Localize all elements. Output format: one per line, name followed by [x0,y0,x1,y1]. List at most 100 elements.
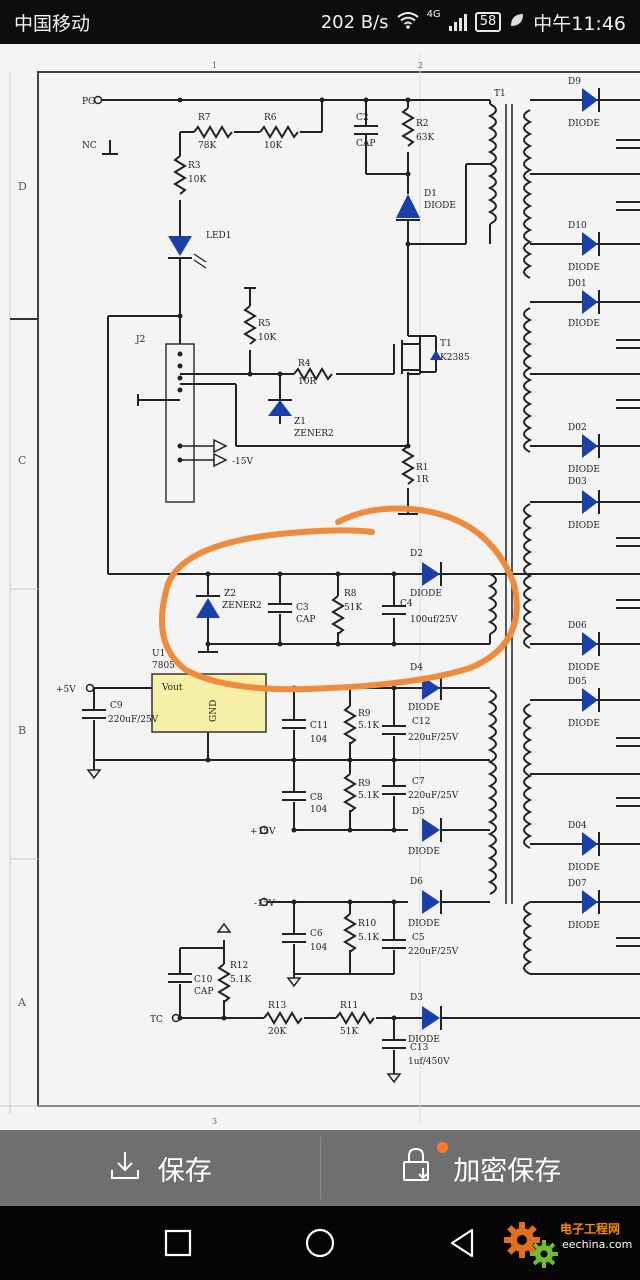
schematic-label: 20K [268,1027,286,1037]
schematic-label: R9 [358,779,371,789]
schematic-label: TC [150,1015,163,1025]
grid-letter-b: B [18,724,26,737]
schematic-label: C11 [310,721,328,731]
schematic-label: D2 [410,549,423,559]
schematic-label: 220uF/25V [408,947,459,957]
save-label: 保存 [157,1155,212,1187]
encrypted-save-label: 加密保存 [453,1155,562,1187]
schematic-label: 1uf/450V [408,1057,450,1067]
schematic-label: Z2 [224,589,236,599]
home-button[interactable] [249,1206,391,1280]
schematic-label: R7 [198,113,211,123]
schematic-label: NC [82,141,97,151]
schematic-label: D3 [410,993,423,1003]
encrypted-save-button[interactable]: 加密保存 [321,1130,640,1206]
schematic-label: T1 [440,339,452,349]
schematic-label: C3 [296,603,309,613]
schematic-label: R11 [340,1001,358,1011]
download-icon [108,1148,142,1189]
schematic-label: C4 [400,599,413,609]
schematic-label: ZENER2 [294,429,334,439]
schematic-label: C13 [410,1043,429,1053]
schematic-label: R8 [344,589,357,599]
schematic-label: DIODE [568,863,600,873]
schematic-label: 100uf/25V [410,615,458,625]
leaf-icon [509,11,525,33]
schematic-label: GND [209,700,219,722]
grid-number-3: 3 [212,1117,217,1126]
schematic-label: R5 [258,319,271,329]
grid-number-1: 1 [212,61,217,70]
schematic-label: DIODE [568,719,600,729]
wifi-icon [396,11,419,34]
schematic-label: DIODE [568,663,600,673]
schematic-image: 1 2 3 D C B A [0,44,640,1130]
schematic-label: LED1 [206,231,232,241]
schematic-label: DIODE [408,1035,440,1045]
image-viewer[interactable]: 1 2 3 D C B A [0,44,640,1130]
schematic-label: D5 [412,807,425,817]
back-button[interactable] [391,1206,533,1280]
schematic-label: DIODE [568,465,600,475]
grid-letter-a: A [17,996,27,1009]
schematic-label: DIODE [568,521,600,531]
schematic-label: Vout [161,683,183,693]
schematic-label: CAP [356,139,375,149]
schematic-label: C5 [412,933,425,943]
schematic-label: R2 [416,119,429,129]
watermark-url: eechina.com [562,1238,633,1251]
schematic-label: CAP [194,987,213,997]
schematic-label: K2385 [440,353,470,363]
schematic-label: DIODE [568,263,600,273]
schematic-label: 220uF/25V [108,715,159,725]
save-button[interactable]: 保存 [0,1130,320,1206]
recent-apps-button[interactable] [107,1206,249,1280]
schematic-label: CAP [296,615,315,625]
schematic-label: C8 [310,793,323,803]
grid-number-2: 2 [418,61,423,70]
schematic-label: DIODE [568,921,600,931]
schematic-label: 104 [310,805,327,815]
schematic-label: 7805 [152,661,175,671]
lock-save-icon [399,1146,437,1191]
schematic-label: 220uF/25V [408,733,459,743]
schematic-label: U1 [152,649,165,659]
schematic-label: +5V [56,685,76,695]
schematic-label: +15V [250,827,276,837]
schematic-label: R10 [358,919,377,929]
schematic-label: R3 [188,161,201,171]
schematic-label: 10K [264,141,282,151]
schematic-label: 104 [310,735,327,745]
schematic-label: DIODE [408,703,440,713]
schematic-label: D6 [410,877,423,887]
schematic-label: C2 [356,113,369,123]
schematic-label: 51K [340,1027,358,1037]
schematic-label: R9 [358,709,371,719]
status-bar: 中国移动 202 B/s 4G 58 中午11:46 [0,0,640,44]
gear-logo-icon [504,1222,558,1268]
schematic-label: R4 [298,359,311,369]
schematic-label: DIODE [408,919,440,929]
schematic-label: C9 [110,701,123,711]
schematic-label: 220uF/25V [408,791,459,801]
schematic-label: DIODE [568,119,600,129]
schematic-label: T1 [494,89,506,99]
grid-letter-d: D [18,180,27,193]
watermark-text: 电子工程网 [560,1222,621,1236]
schematic-label: D06 [568,621,587,631]
schematic-label: Z1 [294,417,306,427]
highlight-circle [159,505,520,693]
network-type: 4G [426,8,441,20]
grid-letter-c: C [18,454,26,467]
schematic-label: -15V [232,457,253,467]
schematic-label: D02 [568,423,587,433]
schematic-label: 104 [310,943,327,953]
schematic-label: D04 [568,821,587,831]
schematic-label: 78K [198,141,216,151]
schematic-label: 10K [188,175,206,185]
schematic-label: C7 [412,777,425,787]
schematic-label: 10R [298,377,316,387]
new-badge-dot [437,1142,448,1153]
square-icon [164,1229,192,1257]
schematic-label: R6 [264,113,277,123]
